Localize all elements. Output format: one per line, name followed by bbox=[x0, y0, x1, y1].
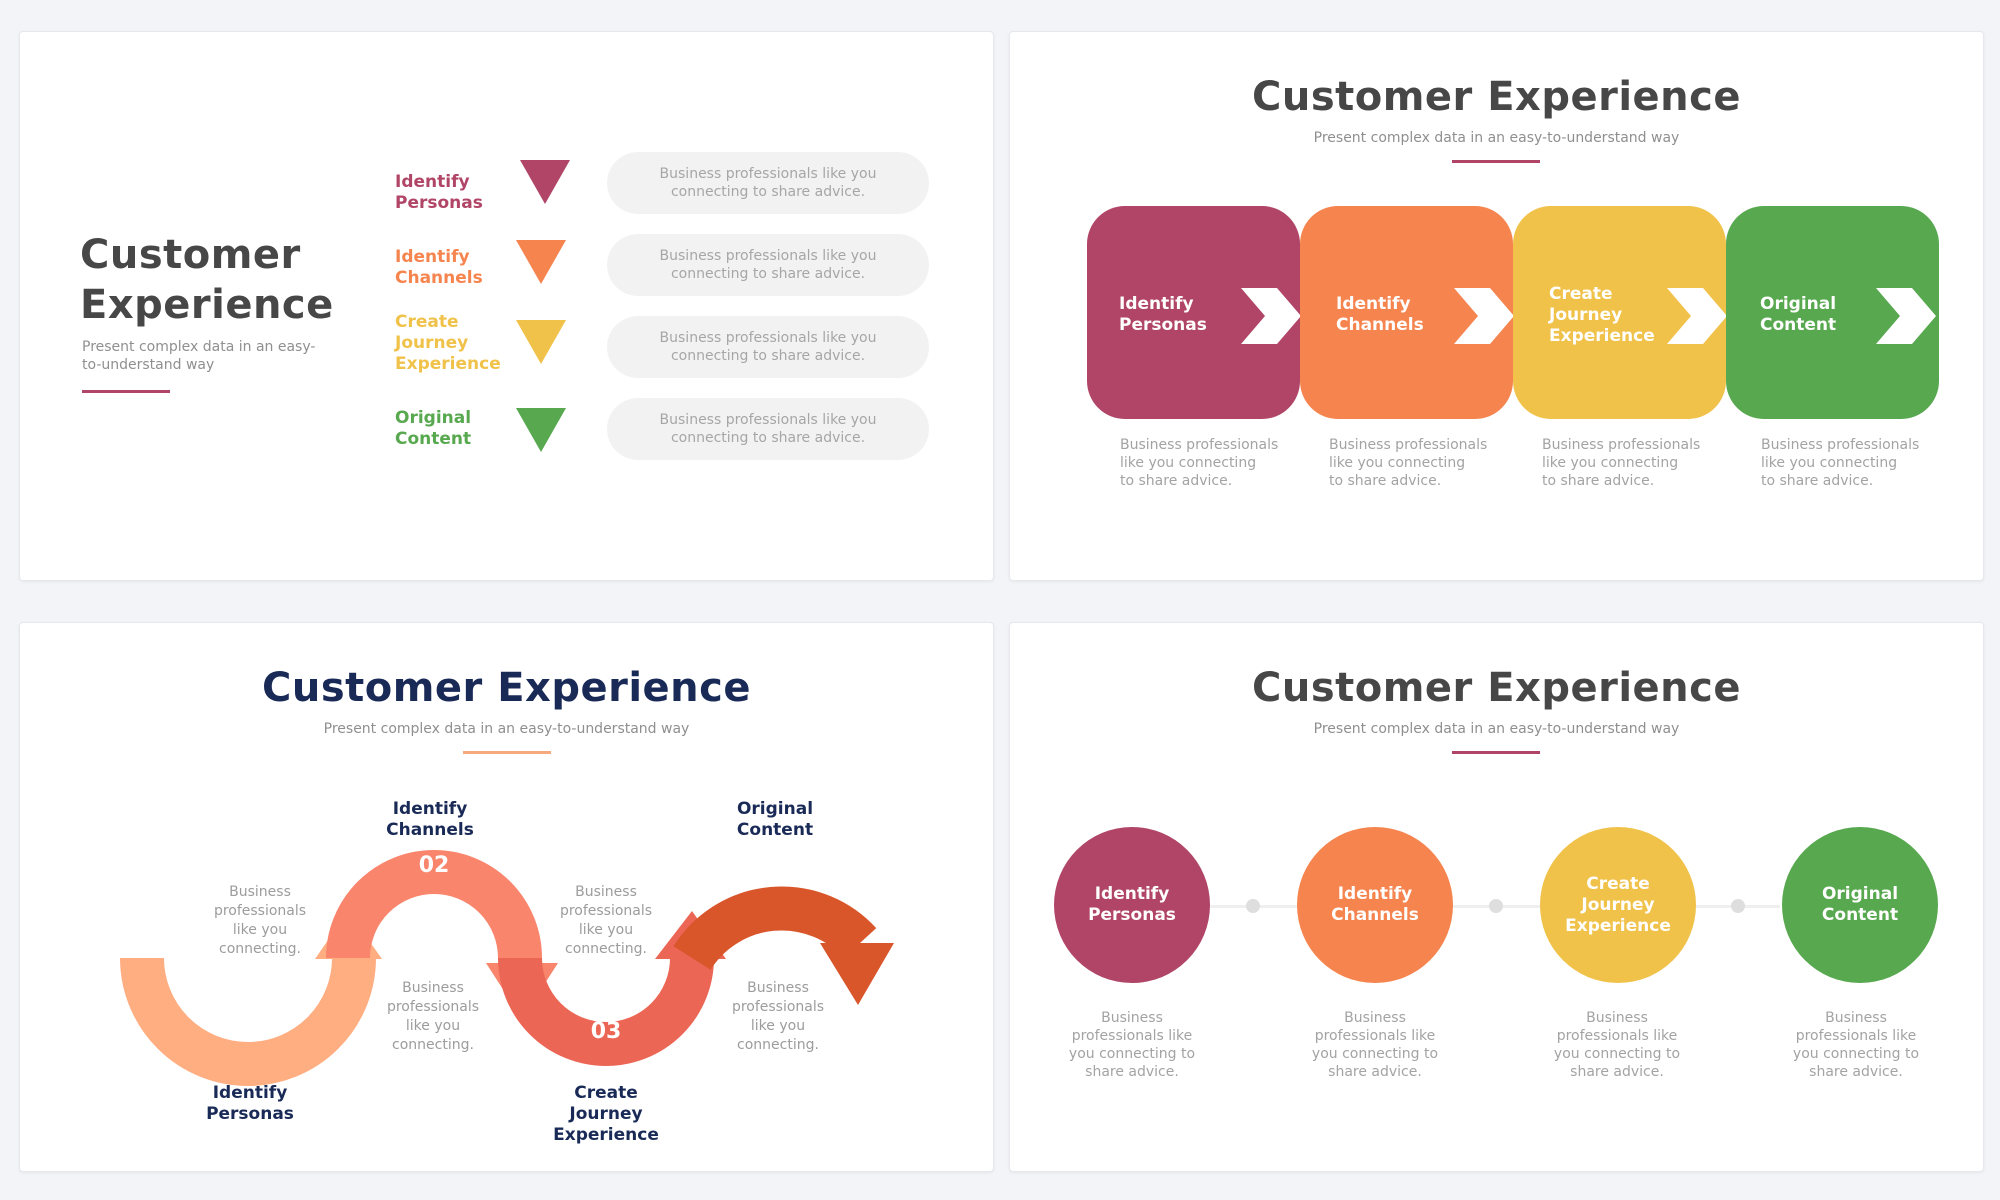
slide-1-title: Customer Experience bbox=[80, 232, 334, 328]
triangle-down-icon bbox=[516, 320, 566, 364]
slide-3-subtitle: Present complex data in an easy-to-under… bbox=[323, 721, 690, 737]
triangle-down-icon bbox=[516, 408, 566, 452]
connector-dot bbox=[1731, 899, 1745, 913]
wave-segment-01 bbox=[120, 957, 376, 1086]
title-underline bbox=[1452, 160, 1540, 163]
slide-2-title: Customer Experience bbox=[1252, 74, 1741, 120]
wave-segment-02 bbox=[326, 850, 542, 959]
arrow-head-down-icon bbox=[820, 943, 894, 1005]
step-number-04: 04 bbox=[761, 853, 793, 878]
chevron-right-icon bbox=[1241, 288, 1301, 344]
slide-3-card: Customer Experience Present complex data… bbox=[19, 622, 994, 1172]
title-underline bbox=[82, 390, 170, 393]
connector-dot bbox=[1489, 899, 1503, 913]
slide-2-card: Customer Experience Present complex data… bbox=[1009, 31, 1984, 581]
slide-4-subtitle: Present complex data in an easy-to-under… bbox=[1313, 721, 1680, 737]
wave-segment-03 bbox=[498, 957, 714, 1066]
slide-4-card: Customer Experience Present complex data… bbox=[1009, 622, 1984, 1172]
chevron-right-icon bbox=[1667, 288, 1727, 344]
step-number-02: 02 bbox=[418, 853, 450, 878]
title-underline bbox=[1452, 751, 1540, 754]
triangle-down-icon bbox=[520, 160, 570, 204]
connector-dot bbox=[1246, 899, 1260, 913]
slide-1-subtitle: Present complex data in an easy- to-unde… bbox=[82, 339, 316, 373]
wave-segment-04 bbox=[673, 886, 877, 971]
triangle-down-icon bbox=[516, 240, 566, 284]
slide-1-card: Customer Experience Present complex data… bbox=[19, 31, 994, 581]
slide-4-title: Customer Experience bbox=[1252, 665, 1741, 711]
title-underline bbox=[463, 751, 551, 754]
slide-3-title: Customer Experience bbox=[262, 665, 751, 711]
chevron-right-icon bbox=[1454, 288, 1514, 344]
wave-arrow-diagram bbox=[120, 850, 894, 1086]
slide-2-subtitle: Present complex data in an easy-to-under… bbox=[1313, 130, 1680, 146]
chevron-right-icon bbox=[1876, 288, 1936, 344]
step-number-01: 01 bbox=[234, 1019, 266, 1044]
step-number-03: 03 bbox=[590, 1019, 622, 1044]
